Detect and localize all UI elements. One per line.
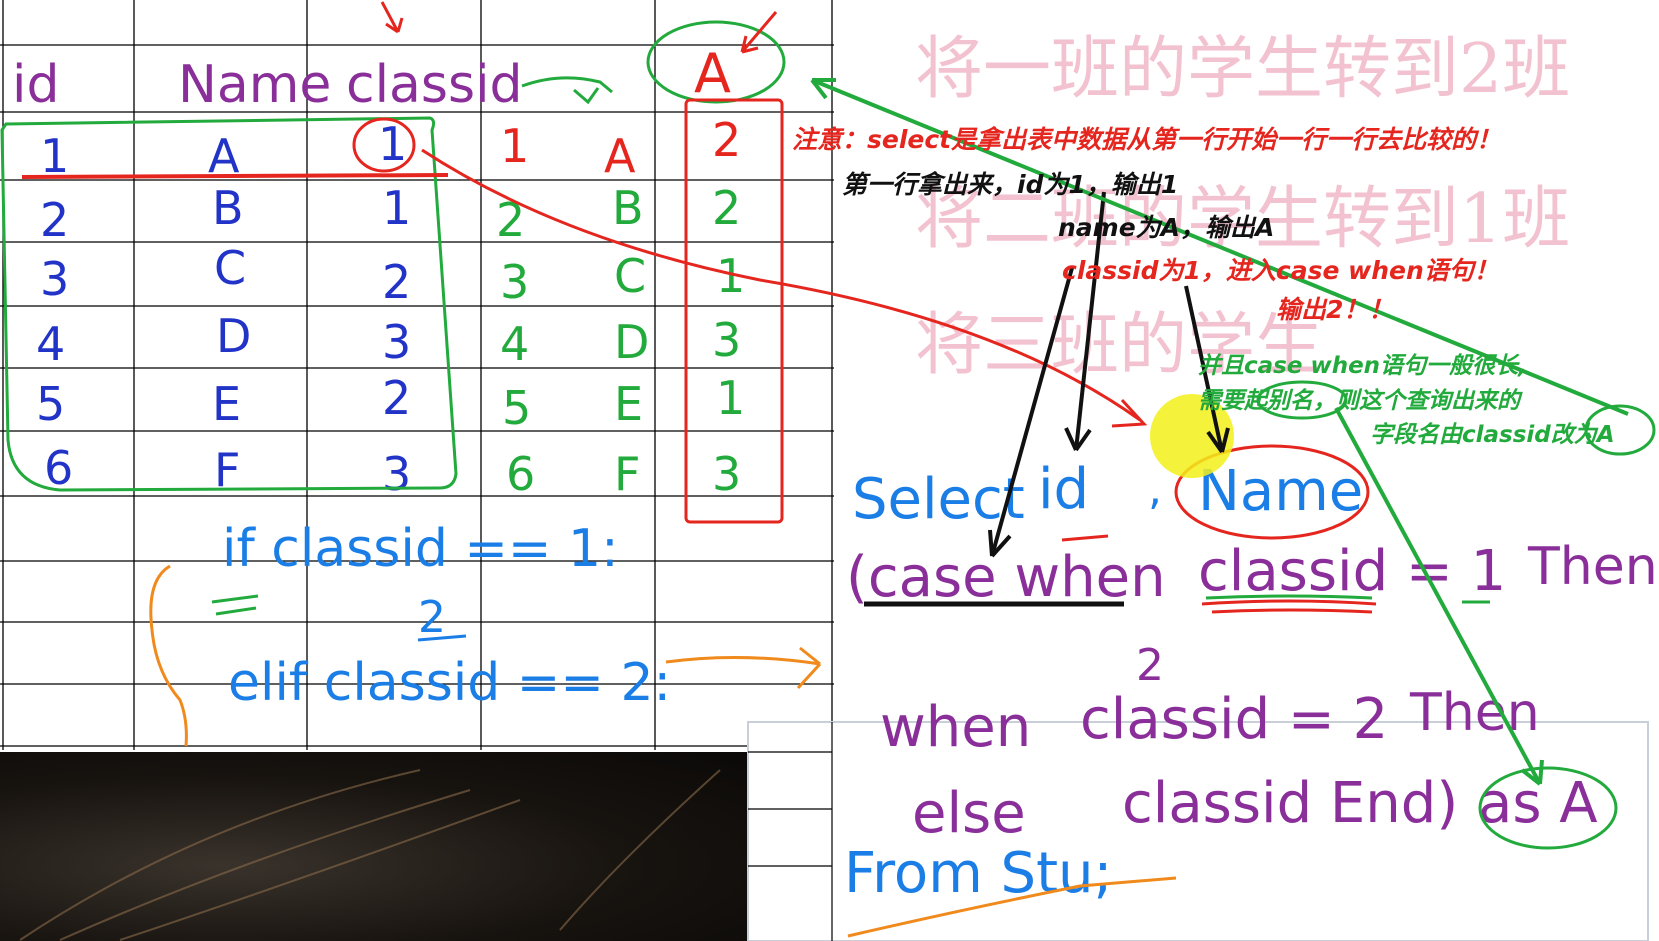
annotation-note-5: 输出2！！: [1276, 295, 1393, 324]
cell-classid-6: 3: [382, 447, 411, 501]
cell-id-5: 5: [36, 377, 65, 431]
sql-when-2: when: [880, 695, 1031, 760]
cell-name-1: A: [208, 129, 240, 183]
result-value-5: 1: [716, 371, 745, 425]
copy-id-3: 3: [500, 255, 529, 309]
header-name: Name: [178, 55, 331, 115]
alias-circle: [1478, 766, 1618, 850]
annotation-note-4: classid为1，进入case when语句！: [1062, 256, 1499, 285]
annotation-note-6c: 字段名由classid改为A: [1370, 422, 1615, 448]
sql-else: else: [912, 781, 1026, 846]
copy-name-2: B: [612, 181, 644, 235]
spreadsheet-grid: [0, 0, 834, 750]
name-circle: [1174, 444, 1370, 540]
annotation-note-6b: 需要起别名，则这个查询出来的: [1198, 388, 1523, 414]
cell-classid-5: 2: [382, 371, 411, 425]
sql-else-value: classid End): [1122, 771, 1458, 836]
annotation-note-2: 第一行拿出来，id为1，输出1: [842, 170, 1178, 199]
from-underline: [847, 876, 1177, 938]
cell-id-6: 6: [44, 441, 73, 495]
classid-1-circle: [352, 117, 416, 173]
result-header-circle: [646, 20, 786, 104]
green-arrows: [810, 78, 1629, 786]
copy-name-5: E: [614, 377, 643, 431]
pseudo-line-if: if classid == 1:: [222, 519, 619, 579]
sql-then-2: Then: [1409, 683, 1540, 743]
row-1-underline: [21, 173, 449, 179]
cell-name-3: C: [214, 241, 246, 295]
result-value-6: 3: [712, 447, 741, 501]
result-value-1: 2: [712, 113, 741, 167]
cell-id-3: 3: [40, 252, 69, 306]
note-panel: [747, 721, 1649, 941]
copy-id-4: 4: [500, 317, 529, 371]
annotation-note-6a: 并且case when语句一般很长,: [1198, 353, 1527, 379]
copy-name-3: C: [614, 249, 646, 303]
copy-arrow: [521, 76, 613, 94]
annotation-note-3: name为A，输出A: [1058, 213, 1274, 242]
pink-note-line-3: 将三班的学生: [915, 306, 1323, 385]
cell-classid-2: 1: [382, 181, 411, 235]
sql-from: From Stu;: [844, 841, 1112, 906]
dark-wallpaper: [0, 752, 750, 941]
result-value-4: 3: [712, 313, 741, 367]
cell-name-4: D: [216, 309, 251, 363]
result-header: A: [694, 42, 731, 105]
svg-text:,: ,: [1148, 464, 1162, 515]
copy-name-4: D: [614, 315, 649, 369]
copy-id-6: 6: [506, 447, 535, 501]
pink-note-line-1: 将一班的学生转到2班: [915, 30, 1570, 109]
orange-brace: [149, 564, 188, 747]
pink-note-line-2: 将二班的学生转到1班: [915, 180, 1570, 259]
copy-name-6: F: [614, 447, 640, 501]
cell-id-4: 4: [36, 317, 65, 371]
black-arrows: [988, 191, 1230, 558]
pseudo-line-value: 2: [418, 592, 446, 643]
cell-name-5: E: [212, 377, 241, 431]
cell-name-2: B: [212, 181, 244, 235]
background-pink-notes: 将一班的学生转到2班 将二班的学生转到1班 将三班的学生: [915, 30, 1570, 385]
sql-cond-1: classid = 1: [1198, 539, 1506, 604]
header-arrow: [380, 1, 404, 34]
table-highlight-box: [0, 116, 458, 492]
sql-case-when: (case when: [846, 545, 1166, 610]
copy-id-5: 5: [502, 381, 531, 435]
annotation-note-1: 注意：select是拿出表中数据从第一行开始一行一行去比较的！: [792, 125, 1501, 154]
header-id: id: [12, 55, 59, 115]
cell-classid-4: 3: [382, 315, 411, 369]
sql-then-1: Then: [1527, 537, 1658, 597]
copy-name-1: A: [604, 129, 636, 183]
cell-id-1: 1: [40, 129, 69, 183]
sql-name: Name: [1198, 459, 1363, 524]
result-value-2: 2: [712, 181, 741, 235]
sql-cond-2: classid = 2: [1080, 687, 1388, 752]
copy-id-2: 2: [496, 193, 525, 247]
sql-select: Select: [852, 467, 1025, 532]
sql-id: id: [1038, 457, 1089, 522]
copy-id-1: 1: [500, 119, 529, 173]
pseudo-line-elif: elif classid == 2:: [228, 653, 671, 713]
orange-arrow: [665, 646, 822, 690]
cell-id-2: 2: [40, 193, 69, 247]
header-classid: classid: [346, 55, 523, 115]
wallpaper-strands: [19, 769, 721, 941]
cell-classid-3: 2: [382, 255, 411, 309]
sql-value-1: 2: [1136, 640, 1164, 691]
result-column-box: [684, 98, 784, 524]
